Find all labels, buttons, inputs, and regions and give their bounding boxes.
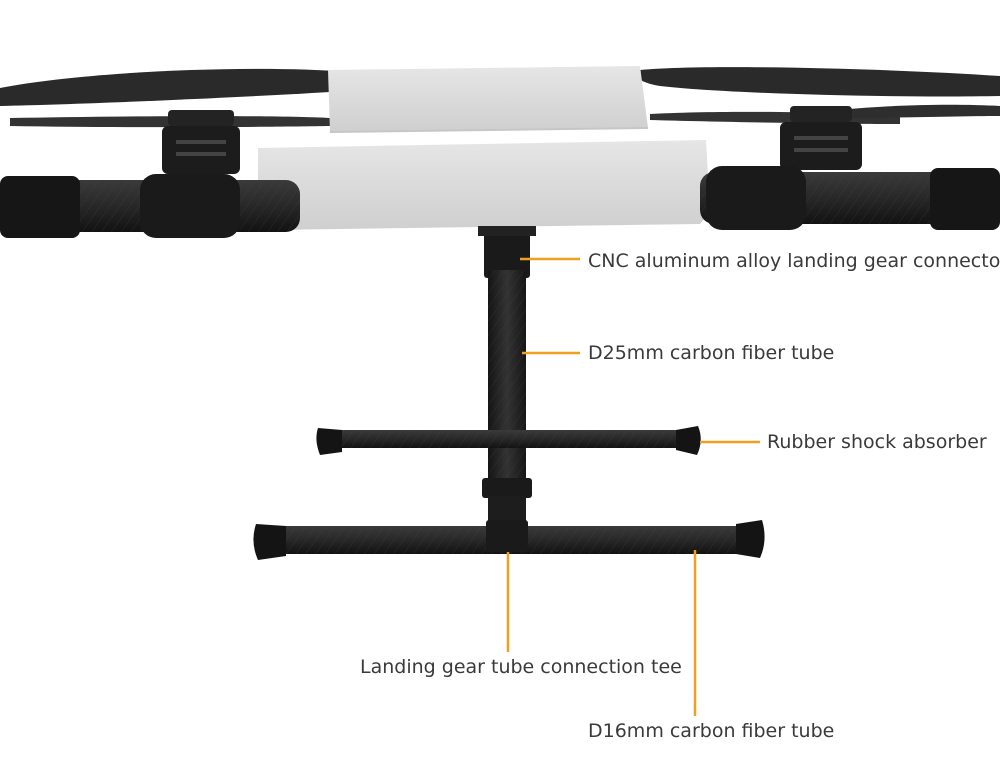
arm-tube-icon xyxy=(0,166,1000,238)
landing-gear-icon xyxy=(253,226,765,560)
label-landing-gear-connector: CNC aluminum alloy landing gear connecto… xyxy=(588,250,1000,272)
label-d25-carbon-tube: D25mm carbon fiber tube xyxy=(588,342,835,364)
label-d16-carbon-tube: D16mm carbon fiber tube xyxy=(588,720,835,742)
label-rubber-shock-absorber: Rubber shock absorber xyxy=(767,431,987,453)
motor-icon xyxy=(162,106,862,174)
label-connection-tee: Landing gear tube connection tee xyxy=(360,656,682,678)
leader-lines xyxy=(506,257,760,716)
drone-body-icon xyxy=(258,66,710,230)
